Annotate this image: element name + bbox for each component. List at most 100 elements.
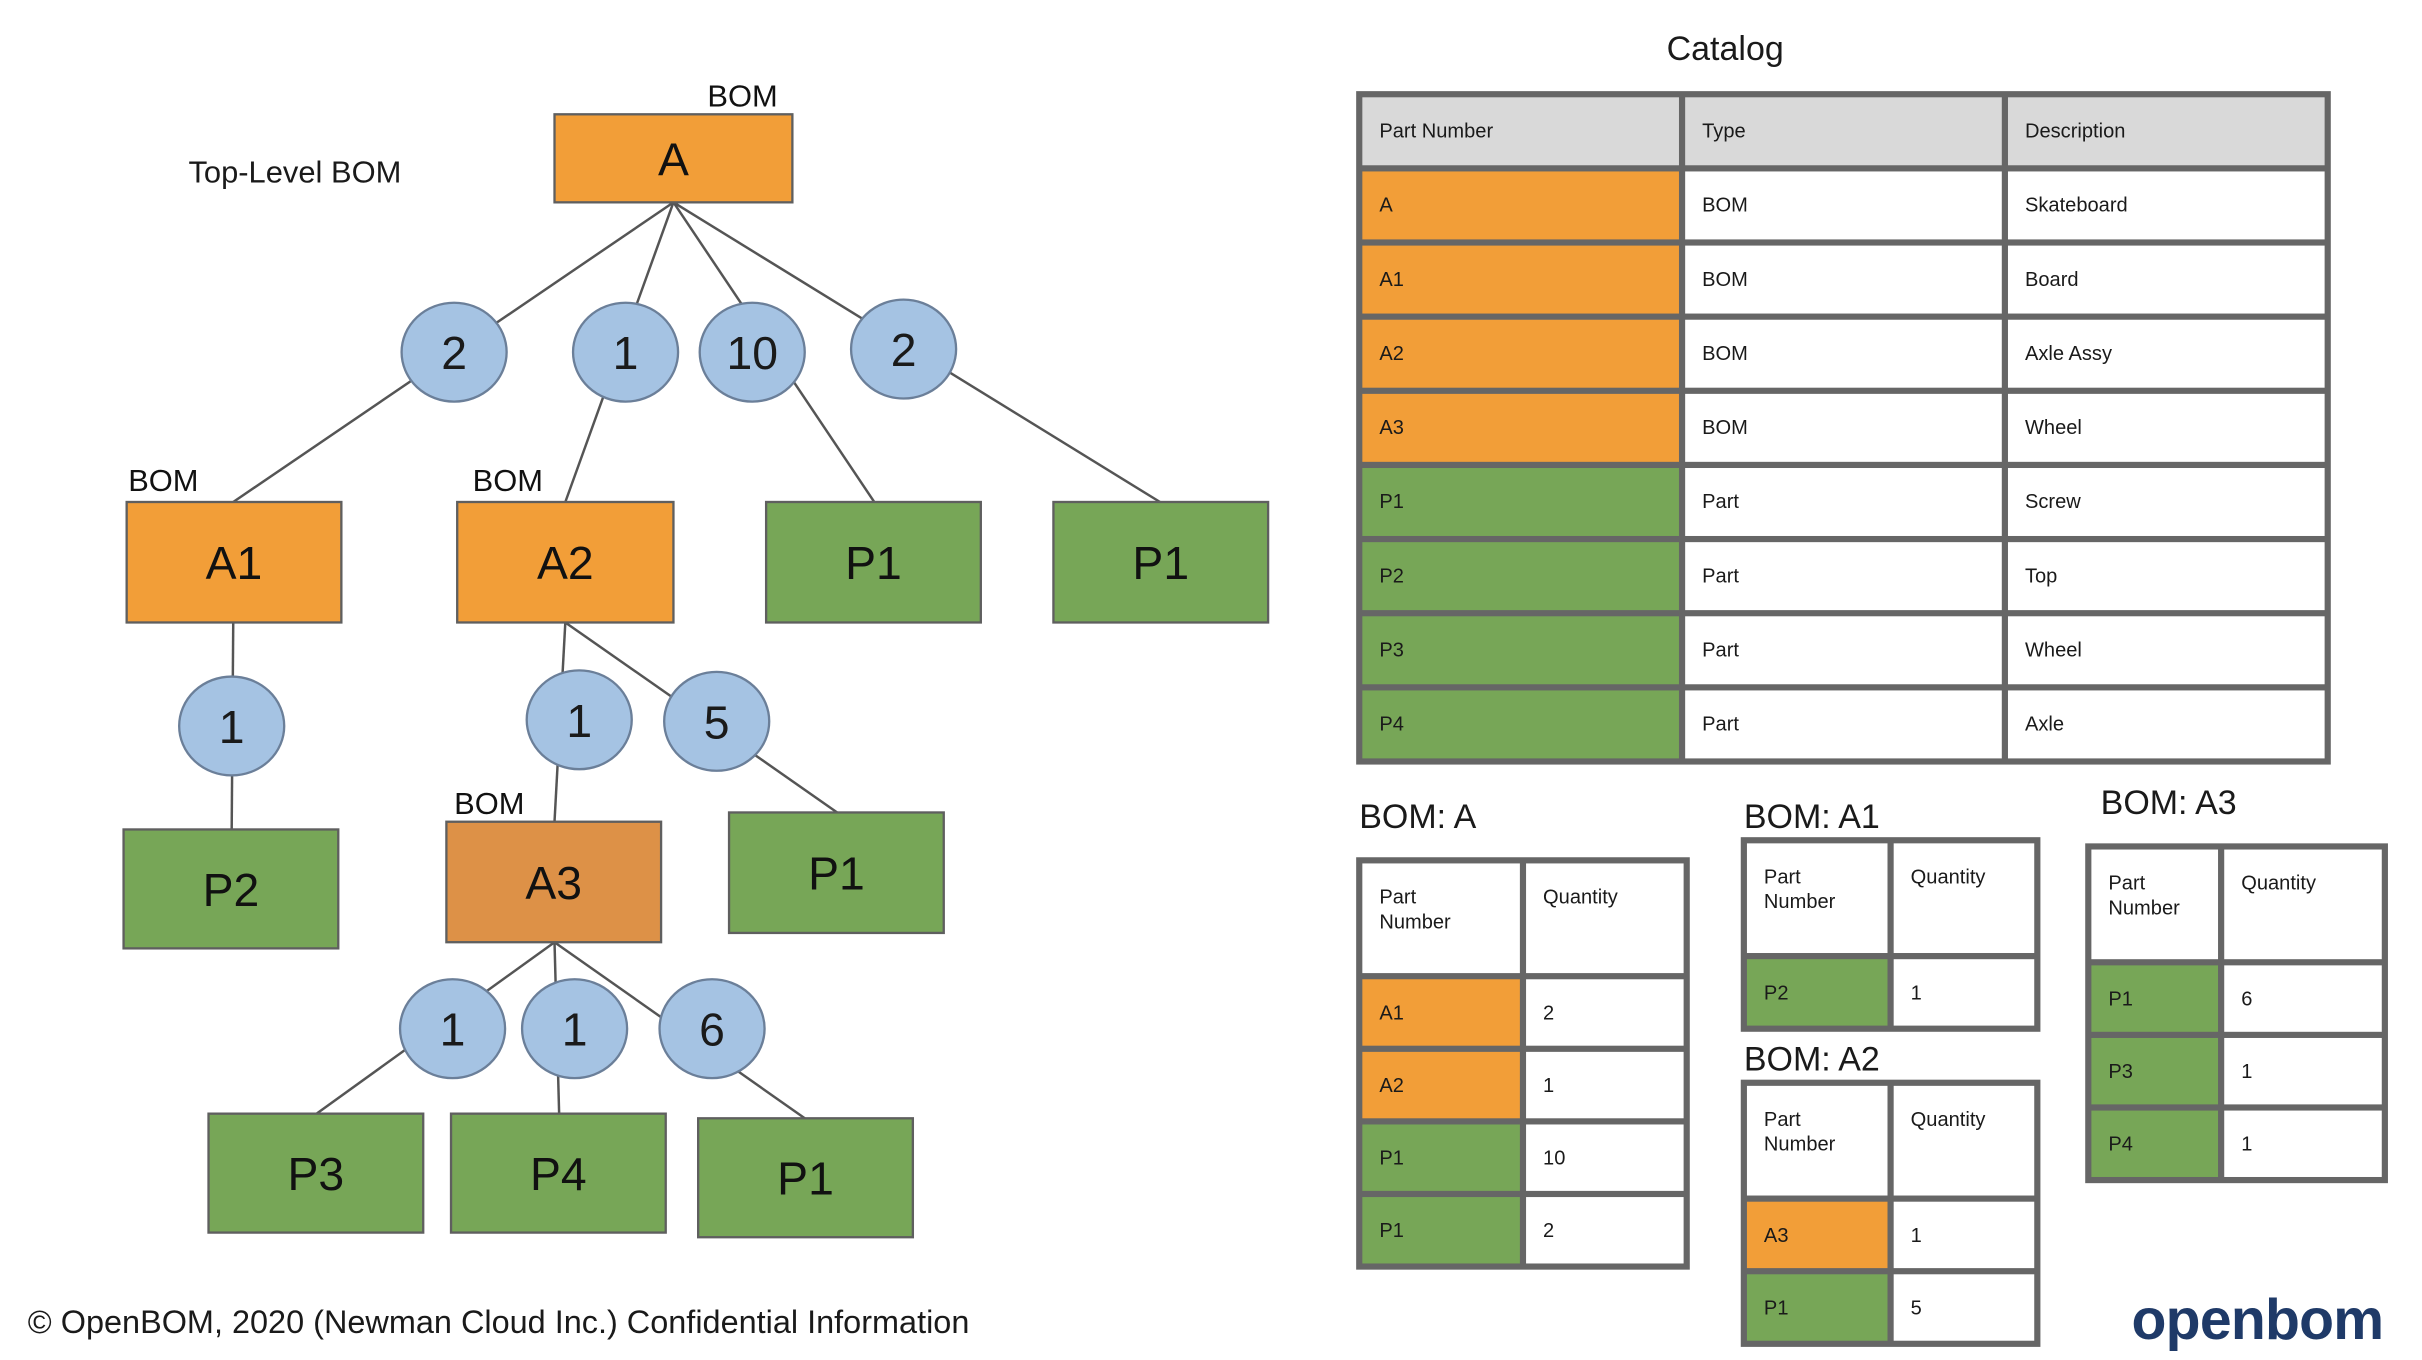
catalog-description-cell: Axle Assy (2007, 319, 2325, 388)
qty-label: 1 (440, 1004, 466, 1056)
catalog-header-cell: Part Number (1362, 97, 1679, 166)
node-A3-bom-tag: BOM (454, 786, 524, 821)
node-P3-label: P3 (288, 1148, 345, 1200)
qty-bubble (398, 978, 507, 1080)
bom-qty-cell: 10 (1526, 1124, 1684, 1191)
bom-part-cell: P2 (1746, 959, 1888, 1026)
bom-a1-title: BOM: A1 (1743, 797, 1880, 836)
node-A-box (553, 113, 794, 204)
bom-header-cell: Part Number (1362, 863, 1520, 974)
catalog-description-cell: Screw (2007, 468, 2325, 536)
catalog-description-cell: Skateboard (2007, 171, 2325, 240)
qty-label: 2 (441, 327, 467, 379)
catalog-header-cell: Description (2007, 97, 2325, 166)
bom-header-cell: Quantity (2224, 849, 2382, 960)
qty-label: 10 (726, 327, 778, 379)
node-P2-box (122, 828, 340, 950)
bom-qty-cell: 1 (1893, 1201, 2035, 1269)
bom-qty-cell: 1 (1893, 959, 2035, 1026)
catalog-title: Catalog (1666, 29, 1784, 68)
bom-qty-cell: 2 (1526, 1197, 1684, 1264)
qty-label: 1 (219, 701, 245, 753)
openbom-logo: openbom (2131, 1288, 2385, 1352)
catalog-part-cell: P3 (1362, 616, 1679, 685)
node-A2-bom-tag: BOM (473, 463, 543, 498)
node-P4-box (449, 1112, 667, 1234)
bom-qty-cell: 5 (1893, 1274, 2035, 1341)
catalog-description-cell: Board (2007, 245, 2325, 314)
copyright-footer: © OpenBOM, 2020 (Newman Cloud Inc.) Conf… (27, 1305, 970, 1341)
qty-bubble (178, 675, 286, 777)
qty-label: 1 (613, 327, 639, 379)
catalog-part-cell: P1 (1362, 468, 1679, 536)
bom-part-cell: P1 (1362, 1197, 1520, 1264)
bom-a-title: BOM: A (1359, 797, 1477, 836)
bom-header-cell: Part Number (1746, 843, 1888, 954)
node-P1c-box (727, 811, 945, 935)
qty-bubble (400, 301, 508, 403)
catalog-type-cell: BOM (1685, 245, 2002, 314)
catalog-type-cell: Part (1685, 542, 2002, 611)
qty-bubble (698, 301, 806, 403)
bom-part-cell: P1 (1746, 1274, 1888, 1341)
node-P1c-label: P1 (808, 848, 865, 900)
catalog-description-cell: Top (2007, 542, 2325, 611)
qty-bubble (658, 978, 766, 1080)
node-P4-label: P4 (530, 1148, 587, 1200)
bom-header-cell: Part Number (1746, 1085, 1888, 1196)
qty-bubble (525, 669, 633, 771)
node-P1a-label: P1 (845, 537, 902, 589)
bom-part-cell: A1 (1362, 979, 1520, 1046)
bom-a2-title: BOM: A2 (1743, 1039, 1880, 1079)
qty-bubble (663, 670, 771, 772)
node-P3-box (207, 1112, 425, 1234)
catalog-part-cell: A1 (1362, 245, 1679, 314)
qty-bubble (520, 978, 629, 1080)
bom-part-cell: P4 (2091, 1110, 2219, 1177)
qty-label: 6 (699, 1004, 725, 1056)
catalog-header-cell: Type (1685, 97, 2002, 166)
node-A1-bom-tag: BOM (128, 463, 198, 498)
node-P1a-box (764, 500, 982, 624)
node-A3-label: A3 (525, 857, 582, 909)
catalog-type-cell: BOM (1685, 319, 2002, 388)
top-level-bom-label: Top-Level BOM (188, 156, 402, 190)
bom-qty-cell: 2 (1526, 979, 1684, 1046)
qty-bubble (849, 298, 958, 400)
catalog-description-cell: Wheel (2007, 393, 2325, 462)
qty-label: 1 (562, 1004, 588, 1056)
node-P1d-label: P1 (777, 1153, 834, 1205)
qty-label: 2 (891, 324, 917, 376)
bom-a3-title: BOM: A3 (2100, 783, 2237, 822)
qty-label: 5 (704, 696, 730, 748)
bom-qty-cell: 6 (2224, 965, 2382, 1032)
bom-part-cell: P3 (2091, 1037, 2219, 1105)
bom-header-cell: Quantity (1893, 843, 2035, 954)
catalog-part-cell: P4 (1362, 690, 1679, 759)
